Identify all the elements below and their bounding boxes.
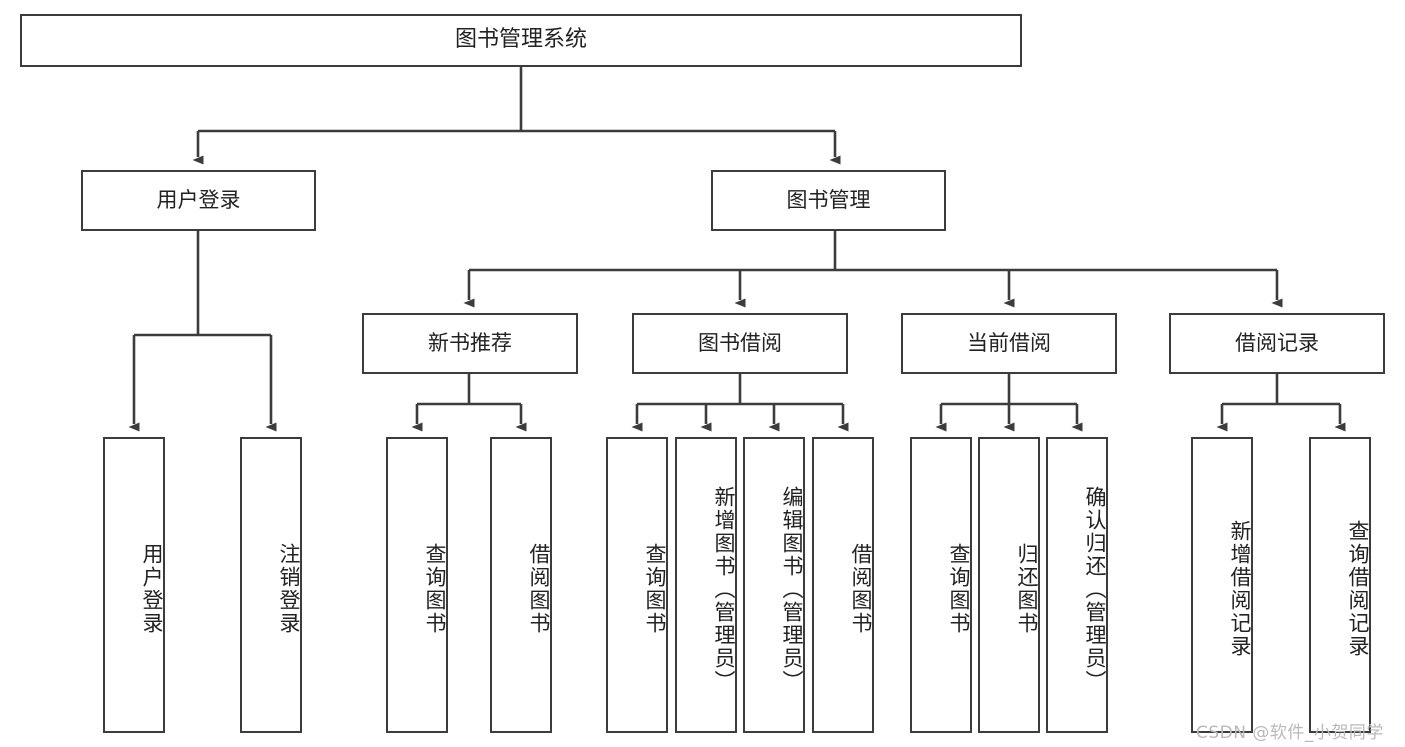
node-label: 当前借阅 bbox=[967, 330, 1051, 355]
node-label: 用户登录 bbox=[156, 187, 241, 212]
node-label: 查询图书 bbox=[423, 543, 447, 635]
node-label: 归还图书 bbox=[1015, 543, 1039, 635]
node-label: 借阅记录 bbox=[1235, 330, 1319, 355]
node-book-borrow[interactable]: 图书借阅 bbox=[632, 313, 848, 374]
node-label: 查询借阅记录 bbox=[1346, 520, 1370, 658]
node-label: 确认归还（管理员） bbox=[1083, 485, 1107, 693]
leaf-record-query-borrow-record[interactable]: 查询借阅记录 bbox=[1309, 437, 1371, 733]
leaf-borrow-add-book-admin[interactable]: 新增图书（管理员） bbox=[675, 437, 737, 733]
leaf-borrow-query-book[interactable]: 查询图书 bbox=[606, 437, 668, 733]
node-book-management[interactable]: 图书管理 bbox=[711, 170, 946, 231]
leaf-user-login-signin[interactable]: 用户登录 bbox=[103, 437, 165, 733]
leaf-current-query-book[interactable]: 查询图书 bbox=[910, 437, 972, 733]
node-label: 图书管理 bbox=[786, 187, 871, 212]
node-label: 借阅图书 bbox=[849, 543, 873, 635]
node-root-book-management-system[interactable]: 图书管理系统 bbox=[20, 14, 1022, 67]
node-label: 新书推荐 bbox=[428, 330, 512, 355]
leaf-borrow-edit-book-admin[interactable]: 编辑图书（管理员） bbox=[743, 437, 805, 733]
node-label: 图书借阅 bbox=[698, 330, 782, 355]
leaf-new-book-borrow[interactable]: 借阅图书 bbox=[490, 437, 552, 733]
node-new-book-recommend[interactable]: 新书推荐 bbox=[362, 313, 578, 374]
node-current-borrow[interactable]: 当前借阅 bbox=[901, 313, 1117, 374]
node-user-login[interactable]: 用户登录 bbox=[81, 170, 316, 231]
csdn-watermark: CSDN @软件_小贺同学 bbox=[1196, 723, 1384, 743]
node-label: 查询图书 bbox=[643, 543, 667, 635]
leaf-record-add-borrow-record[interactable]: 新增借阅记录 bbox=[1191, 437, 1253, 733]
leaf-current-return-book[interactable]: 归还图书 bbox=[978, 437, 1040, 733]
node-label: 查询图书 bbox=[947, 543, 971, 635]
node-label: 新增借阅记录 bbox=[1228, 520, 1252, 658]
node-label: 新增图书（管理员） bbox=[712, 485, 736, 693]
node-label: 借阅图书 bbox=[527, 543, 551, 635]
node-label: 用户登录 bbox=[140, 543, 164, 635]
leaf-new-book-query[interactable]: 查询图书 bbox=[386, 437, 448, 733]
leaf-user-login-signout[interactable]: 注销登录 bbox=[240, 437, 302, 733]
leaf-current-confirm-return-admin[interactable]: 确认归还（管理员） bbox=[1046, 437, 1108, 733]
node-label: 编辑图书（管理员） bbox=[780, 485, 804, 693]
node-borrow-record[interactable]: 借阅记录 bbox=[1169, 313, 1385, 374]
node-label: 图书管理系统 bbox=[454, 27, 587, 53]
leaf-borrow-borrow-book[interactable]: 借阅图书 bbox=[812, 437, 874, 733]
node-label: 注销登录 bbox=[277, 543, 301, 635]
